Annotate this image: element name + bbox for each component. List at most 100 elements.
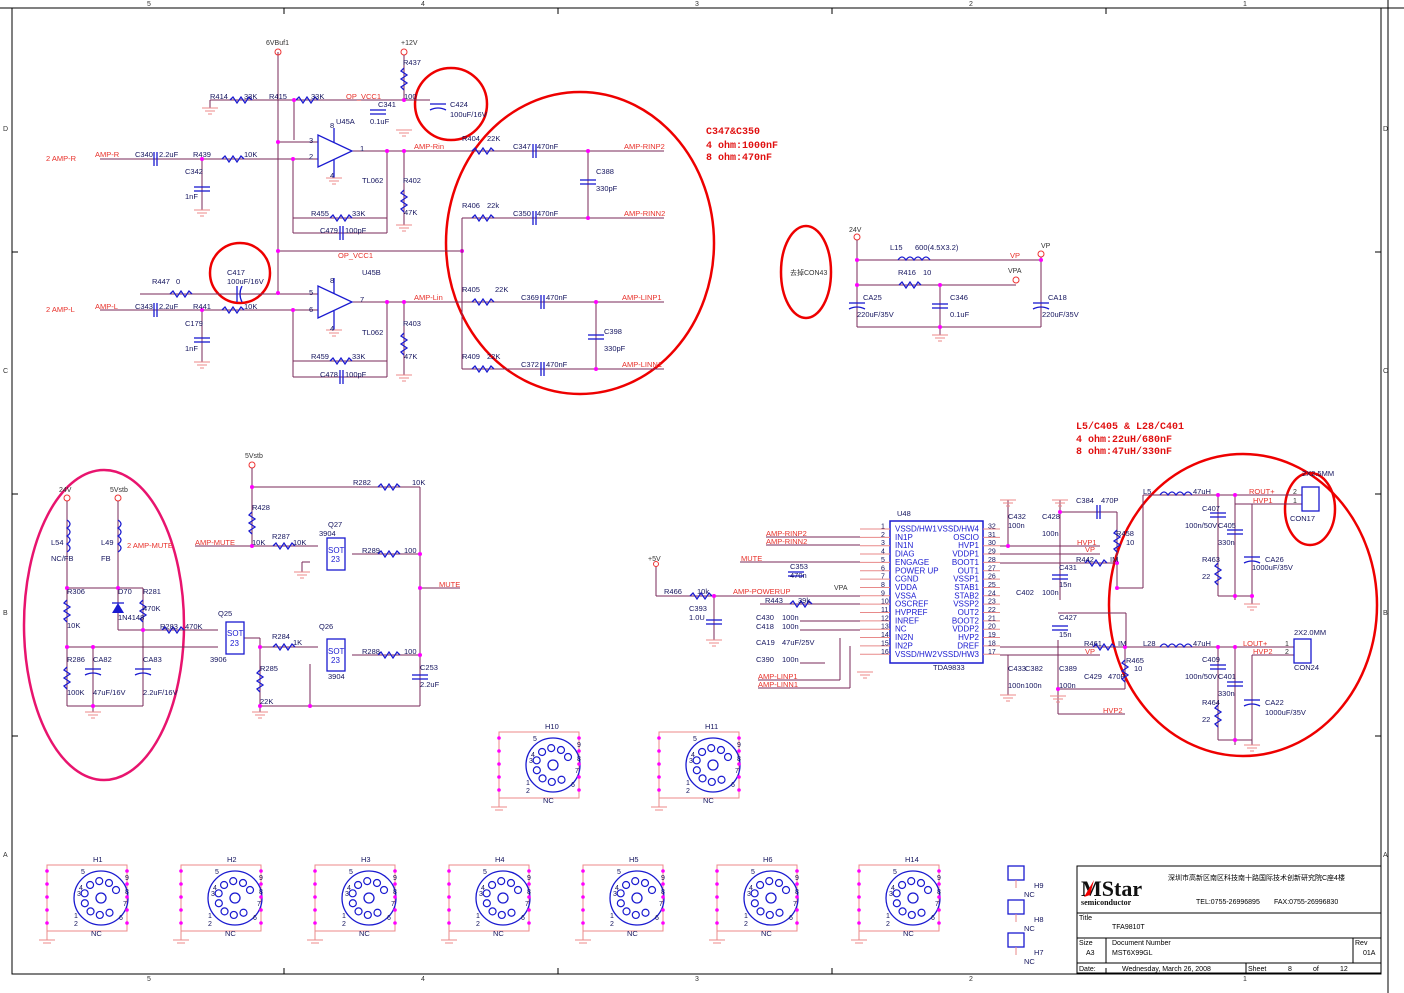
component-label: HVP2: [1103, 706, 1123, 715]
component-label: SOT: [328, 647, 345, 656]
component-label: R306: [67, 587, 85, 596]
pin-name: VDDA: [895, 583, 918, 592]
component-label: 39k: [798, 596, 810, 605]
ground-icon: [396, 129, 412, 137]
component-label: R463: [1202, 555, 1220, 564]
socket-pin-number: 1: [610, 913, 614, 920]
pin-name: VSSP1: [953, 575, 979, 584]
component-label: R428: [252, 503, 270, 512]
component-label: AMP-MUTE: [195, 538, 235, 547]
coupling-wiring: [460, 144, 664, 376]
socket-pin-number: 2: [610, 921, 614, 928]
component-label: LOUT+: [1243, 639, 1268, 648]
component-label: 1nF: [185, 344, 198, 353]
socket-pin-number: 3: [689, 758, 693, 765]
component-label: 22K: [260, 697, 273, 706]
component-label: L15: [890, 243, 903, 252]
ground-icon: [326, 177, 342, 185]
component-label: 470nF: [546, 360, 568, 369]
component-label: 5Vstb: [110, 487, 128, 494]
component-label: 15n: [1059, 580, 1072, 589]
socket-pin-number: 4: [79, 885, 83, 892]
pin-name: HVPREF: [895, 608, 928, 617]
hole-reference: H1: [93, 855, 103, 864]
socket-pin-number: 4: [347, 885, 351, 892]
component-label: 3906: [210, 655, 227, 664]
socket-pin-number: 9: [577, 742, 581, 749]
component-label: C402: [1016, 588, 1034, 597]
component-label: 22: [1202, 572, 1210, 581]
component-label: 100uF/16V: [227, 277, 264, 286]
ic-part-number: TDA9833: [933, 663, 965, 672]
component-label: R415: [269, 92, 287, 101]
component-label: AMP-RINN2: [766, 537, 807, 546]
component-label: +12V: [401, 40, 418, 47]
component-label: 100n: [782, 622, 799, 631]
component-label: 33K: [244, 92, 257, 101]
component-label: SOT: [328, 546, 345, 555]
component-label: AMP-RINP2: [766, 529, 807, 538]
socket-pin-number: 3: [211, 891, 215, 898]
nc-label: NC: [359, 929, 370, 938]
pin-name: DREF: [957, 641, 979, 650]
ground-icon: [194, 209, 210, 217]
component-label: 2.2uF: [420, 680, 440, 689]
pin-number: 9: [881, 590, 885, 597]
ground-icon: [396, 374, 412, 382]
component-label: 330n: [1218, 538, 1235, 547]
ground-symbols: [85, 107, 1260, 752]
sheet-size: A3: [1086, 950, 1095, 957]
socket-pin-number: 3: [77, 891, 81, 898]
component-label: R459: [311, 352, 329, 361]
socket-pin-number: 8: [737, 756, 741, 763]
component-label: C390: [756, 655, 774, 664]
component-label: C372: [521, 360, 539, 369]
component-label: C418: [756, 622, 774, 631]
hole-reference: H5: [629, 855, 639, 864]
socket-pin-number: 7: [735, 768, 739, 775]
socket-pin-number: 5: [215, 869, 219, 876]
socket-pin-number: 2: [476, 921, 480, 928]
ground-icon: [1000, 499, 1016, 507]
pin-name: STAB1: [954, 583, 979, 592]
pin-number: 31: [988, 532, 996, 539]
docnum-label: Document Number: [1112, 940, 1171, 947]
column-marker: 4: [421, 976, 425, 983]
component-label: 24V: [849, 227, 862, 234]
component-label: 47uH: [1193, 639, 1211, 648]
component-label: 0.1uF: [370, 117, 390, 126]
component-label: C340: [135, 150, 153, 159]
socket-pin-number: 7: [123, 901, 127, 908]
nc-label: NC: [1024, 957, 1035, 966]
component-label: 1K: [293, 638, 302, 647]
socket-pin-number: 6: [521, 915, 525, 922]
component-label: 4: [330, 171, 334, 180]
socket-pin-number: 9: [259, 875, 263, 882]
socket-pin-number: 2: [526, 788, 530, 795]
socket-pin-number: 2: [744, 921, 748, 928]
component-label: 470K: [143, 604, 161, 613]
component-label: 100K: [67, 688, 85, 697]
component-label: 3904: [328, 672, 345, 681]
pin-number: 13: [881, 624, 889, 631]
component-label: 4: [330, 324, 334, 333]
pin-number: 7: [881, 574, 885, 581]
pin-name: HVP2: [958, 633, 979, 642]
pin-number: 32: [988, 524, 996, 531]
component-label: R414: [210, 92, 228, 101]
component-label: C409: [1202, 655, 1220, 664]
pin-number: 5: [881, 557, 885, 564]
row-marker: B: [1383, 610, 1388, 617]
component-label: Q25: [218, 609, 232, 618]
component-label: 330pF: [604, 344, 626, 353]
socket-pin-number: 6: [571, 782, 575, 789]
nc-label: NC: [543, 796, 554, 805]
component-label: MUTE: [741, 554, 762, 563]
component-label: OP_VCC1: [338, 251, 373, 260]
nc-label: NC: [1024, 890, 1035, 899]
component-label: 24V: [59, 487, 72, 494]
output-filter-wiring: [1143, 486, 1320, 745]
